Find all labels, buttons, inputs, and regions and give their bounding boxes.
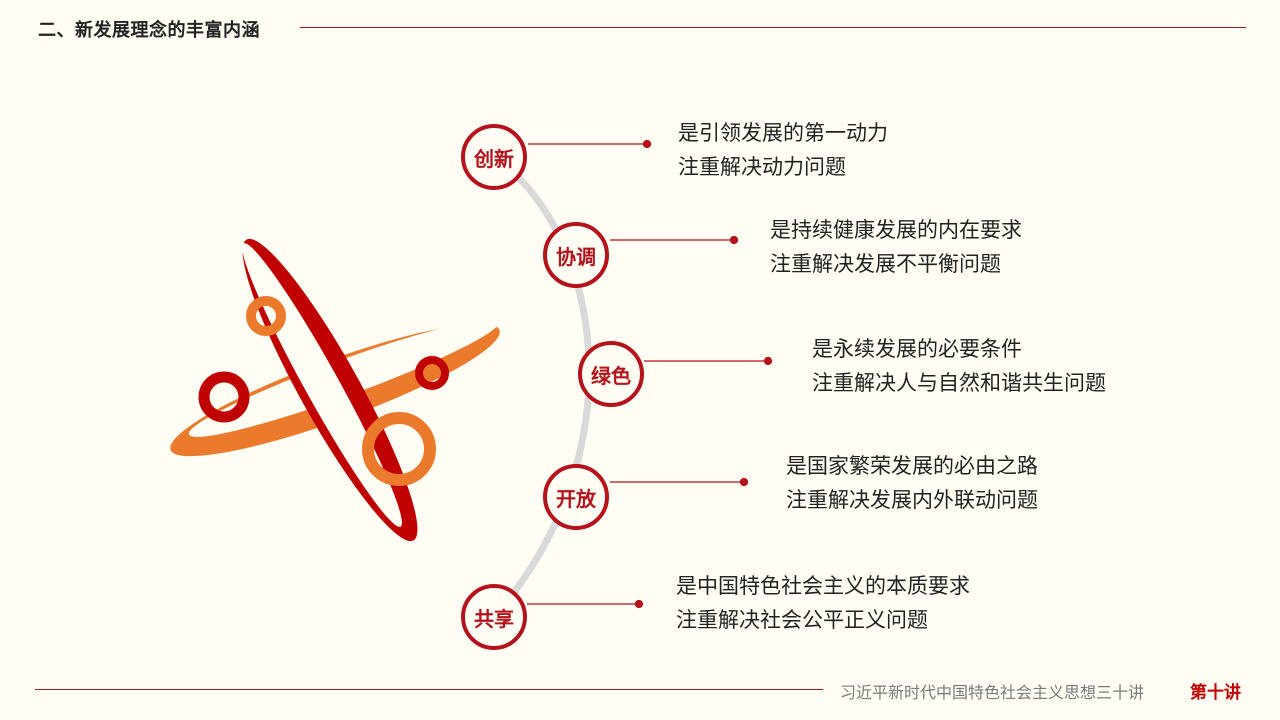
description-line: 注重解决发展不平衡问题 xyxy=(770,252,1001,276)
description-line: 是持续健康发展的内在要求 xyxy=(770,218,1022,242)
concept-node-openness: 开放 xyxy=(556,486,596,511)
page-title: 二、新发展理念的丰富内涵 xyxy=(38,20,260,41)
concept-node-coordination: 协调 xyxy=(556,244,596,269)
description-line: 是国家繁荣发展的必由之路 xyxy=(786,454,1038,478)
concept-description-innovation: 是引领发展的第一动力 注重解决动力问题 xyxy=(678,116,888,184)
description-line: 注重解决动力问题 xyxy=(678,155,846,179)
concept-description-openness: 是国家繁荣发展的必由之路 注重解决发展内外联动问题 xyxy=(786,449,1038,517)
description-line: 是中国特色社会主义的本质要求 xyxy=(676,574,970,598)
concept-node-green: 绿色 xyxy=(591,363,631,388)
footer-lecture-number: 第十讲 xyxy=(1190,683,1241,703)
footer-divider xyxy=(35,689,823,690)
concept-nodes xyxy=(461,124,644,650)
concept-description-green: 是永续发展的必要条件 注重解决人与自然和谐共生问题 xyxy=(812,332,1106,400)
description-line: 注重解决发展内外联动问题 xyxy=(786,488,1038,512)
description-line: 是永续发展的必要条件 xyxy=(812,337,1022,361)
concept-node-innovation: 创新 xyxy=(474,146,514,171)
footer-series-title: 习近平新时代中国特色社会主义思想三十讲 xyxy=(840,683,1145,702)
description-line: 注重解决人与自然和谐共生问题 xyxy=(812,371,1106,395)
concept-node-sharing: 共享 xyxy=(474,606,514,631)
concept-description-sharing: 是中国特色社会主义的本质要求 注重解决社会公平正义问题 xyxy=(676,569,970,637)
description-line: 注重解决社会公平正义问题 xyxy=(676,608,928,632)
concept-description-coordination: 是持续健康发展的内在要求 注重解决发展不平衡问题 xyxy=(770,213,1022,281)
description-line: 是引领发展的第一动力 xyxy=(678,121,888,145)
header-divider xyxy=(300,27,1246,28)
atom-logo-icon xyxy=(170,238,500,542)
connector-lines xyxy=(527,139,773,609)
